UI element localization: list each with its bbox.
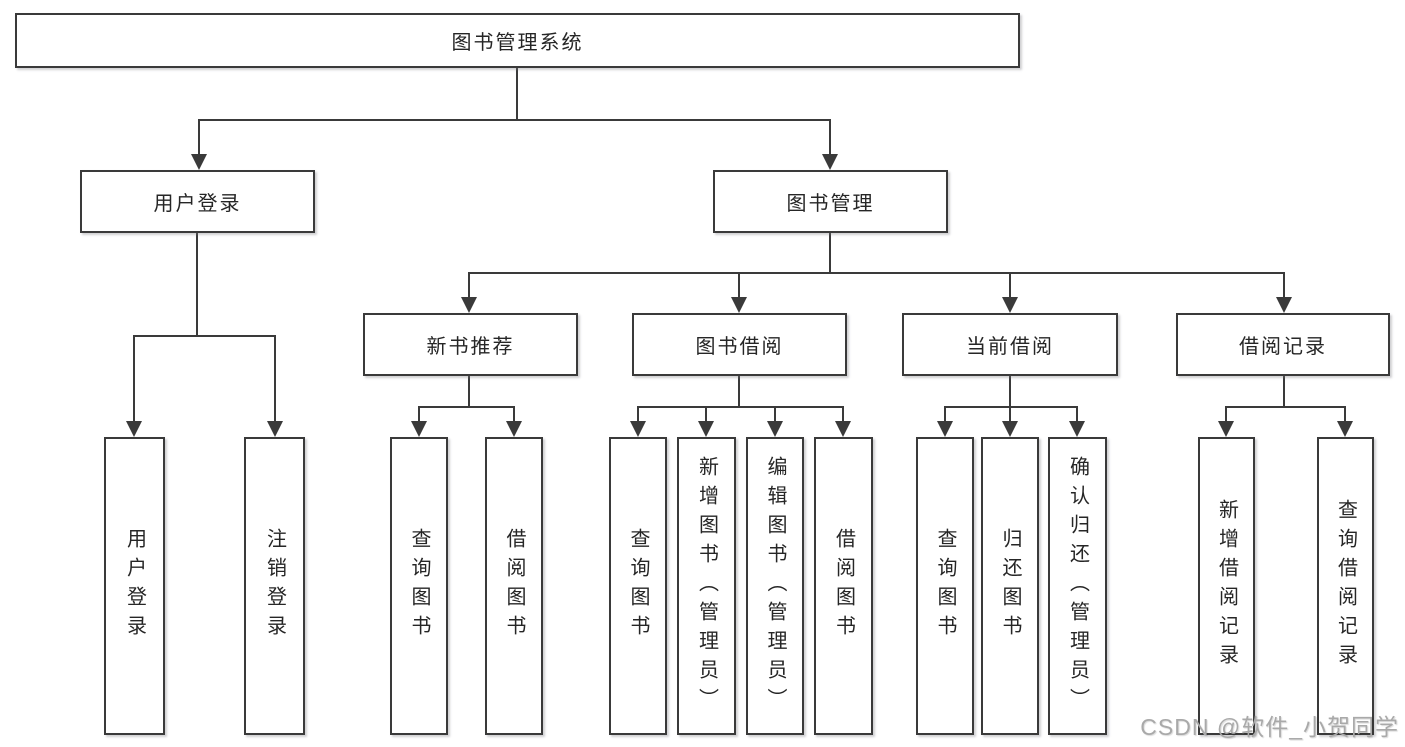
arrow-down-icon [835,421,851,437]
connector [1009,376,1011,408]
arrow-down-icon [461,297,477,313]
leaf-edit-books-admin: 编辑图书（管理员） [746,437,804,735]
node-borrow-records: 借阅记录 [1176,313,1390,376]
leaf-query-books-2: 查询图书 [609,437,667,735]
node-book-management: 图书管理 [713,170,948,233]
connector [705,406,707,423]
connector [1009,406,1011,423]
connector [133,335,135,422]
connector [774,406,776,423]
leaf-query-books-1-label: 查询图书 [408,528,430,644]
arrow-down-icon [267,421,283,437]
node-root-label: 图书管理系统 [451,32,584,54]
node-book-management-label: 图书管理 [786,193,875,215]
connector [418,406,515,408]
connector [274,335,276,422]
connector [133,335,276,337]
node-book-borrow-label: 图书借阅 [695,336,784,358]
connector [637,406,639,423]
leaf-add-borrow-record: 新增借阅记录 [1198,437,1255,735]
leaf-query-books-1: 查询图书 [390,437,448,735]
arrow-down-icon [1002,297,1018,313]
node-user-login-label: 用户登录 [153,193,242,215]
csdn-watermark: CSDN @软件_小贺同学 [1140,714,1399,740]
connector [196,233,198,336]
connector [513,406,515,423]
leaf-borrow-books-2: 借阅图书 [814,437,873,735]
connector [1225,406,1227,423]
arrow-down-icon [191,154,207,170]
node-new-book-recommend: 新书推荐 [363,313,578,376]
leaf-edit-books-admin-label: 编辑图书（管理员） [764,455,786,717]
leaf-confirm-return-admin-label: 确认归还（管理员） [1066,455,1089,717]
connector [198,119,831,121]
connector [1344,406,1346,423]
leaf-query-borrow-record: 查询借阅记录 [1317,437,1374,735]
node-borrow-records-label: 借阅记录 [1239,336,1327,358]
node-root: 图书管理系统 [15,13,1020,68]
arrow-down-icon [1069,421,1085,437]
arrow-down-icon [630,421,646,437]
node-user-login: 用户登录 [80,170,315,233]
leaf-add-books-admin: 新增图书（管理员） [677,437,736,735]
connector [944,406,1078,408]
node-current-borrow-label: 当前借阅 [966,336,1054,358]
leaf-user-login-label: 用户登录 [123,528,146,644]
node-book-borrow: 图书借阅 [632,313,847,376]
connector [1283,376,1285,408]
leaf-add-borrow-record-label: 新增借阅记录 [1215,499,1238,673]
leaf-query-books-3-label: 查询图书 [934,528,956,644]
leaf-borrow-books-1: 借阅图书 [485,437,543,735]
arrow-down-icon [1218,421,1234,437]
leaf-return-books: 归还图书 [981,437,1039,735]
leaf-query-books-2-label: 查询图书 [627,528,649,644]
arrow-down-icon [1276,297,1292,313]
leaf-user-login: 用户登录 [104,437,165,735]
leaf-query-books-3: 查询图书 [916,437,974,735]
connector [1283,272,1285,299]
connector [738,376,740,408]
connector [468,376,470,408]
connector [468,272,470,299]
connector [1225,406,1346,408]
arrow-down-icon [767,421,783,437]
arrow-down-icon [126,421,142,437]
connector [1076,406,1078,423]
connector [738,272,740,299]
leaf-borrow-books-2-label: 借阅图书 [832,528,855,644]
connector [944,406,946,423]
connector [637,406,844,408]
connector [198,119,200,156]
connector [468,272,1285,274]
arrow-down-icon [822,154,838,170]
arrow-down-icon [937,421,953,437]
arrow-down-icon [411,421,427,437]
leaf-borrow-books-1-label: 借阅图书 [503,528,525,644]
connector [418,406,420,423]
arrow-down-icon [698,421,714,437]
connector [829,119,831,156]
connector [829,233,831,274]
connector [842,406,844,423]
connector [516,68,518,120]
node-current-borrow: 当前借阅 [902,313,1118,376]
leaf-add-books-admin-label: 新增图书（管理员） [695,455,718,717]
arrow-down-icon [1337,421,1353,437]
arrow-down-icon [1002,421,1018,437]
leaf-logout: 注销登录 [244,437,305,735]
arrow-down-icon [506,421,522,437]
leaf-logout-label: 注销登录 [263,528,286,644]
arrow-down-icon [731,297,747,313]
leaf-query-borrow-record-label: 查询借阅记录 [1334,499,1357,673]
node-new-book-recommend-label: 新书推荐 [426,336,515,358]
leaf-return-books-label: 归还图书 [999,528,1021,644]
connector [1009,272,1011,299]
leaf-confirm-return-admin: 确认归还（管理员） [1048,437,1107,735]
